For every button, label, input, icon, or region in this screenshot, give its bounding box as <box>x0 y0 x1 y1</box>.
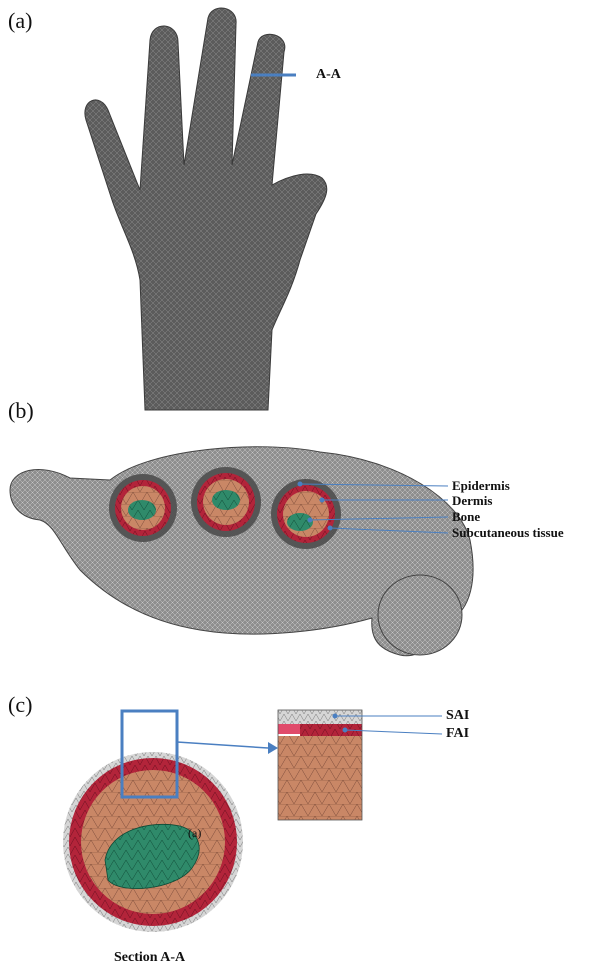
layer-label-dermis: Dermis <box>452 493 492 509</box>
section-caption: Section A-A <box>114 950 185 966</box>
finger-section-middle <box>191 467 261 537</box>
panel-a-label: (a) <box>8 8 32 34</box>
finger-section-right <box>271 479 341 549</box>
inner-marker-label: (a) <box>188 826 201 841</box>
receptor-label-sai: SAI <box>446 708 469 724</box>
layer-label-subcutaneous: Subcutaneous tissue <box>452 525 564 541</box>
panel-b-label: (b) <box>8 398 34 424</box>
zoom-arrow-head <box>268 742 278 754</box>
finger-section-left <box>109 474 177 542</box>
layer-label-bone: Bone <box>452 509 480 525</box>
section-a-a-mesh <box>63 752 243 932</box>
zoom-arrow <box>177 742 268 748</box>
section-a-a-label: A-A <box>316 67 341 83</box>
layer-label-epidermis: Epidermis <box>452 478 510 494</box>
panel-c-label: (c) <box>8 692 32 718</box>
receptor-label-fai: FAI <box>446 726 469 742</box>
zoom-detail <box>278 710 362 820</box>
hand-model <box>85 8 327 410</box>
